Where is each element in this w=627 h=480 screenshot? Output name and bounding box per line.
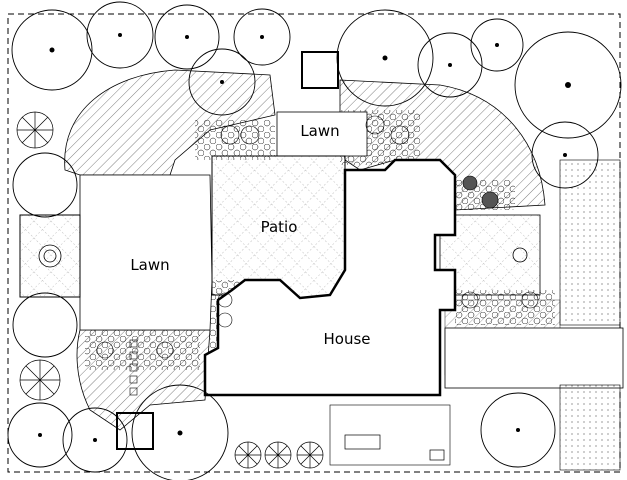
- conifer: [234, 441, 262, 469]
- tree-trunk: [93, 438, 97, 442]
- stepping-stone: [129, 375, 138, 384]
- conifer: [19, 359, 61, 401]
- tree-canopy: [154, 4, 220, 70]
- tree-canopy: [12, 152, 78, 218]
- conifer: [16, 111, 54, 149]
- driveway: [444, 327, 624, 389]
- utility-pad: [429, 449, 445, 461]
- shrub-mass: [455, 290, 555, 325]
- tree-trunk: [495, 43, 499, 47]
- shrub: [240, 125, 260, 145]
- terrace-east: [439, 214, 541, 296]
- tree-trunk: [260, 35, 264, 39]
- shrub: [462, 175, 478, 191]
- shrub: [96, 341, 114, 359]
- deciduous-trees: [7, 1, 622, 480]
- shrub: [217, 292, 233, 308]
- shrub: [217, 312, 233, 328]
- utility-pad: [344, 434, 381, 450]
- terraces: [19, 214, 541, 298]
- shrub: [521, 291, 539, 309]
- fountain-east: [512, 247, 528, 263]
- tree-trunk: [177, 430, 183, 436]
- shrub: [461, 291, 479, 309]
- terrace-west: [19, 214, 81, 298]
- gate-marker-north: [301, 51, 339, 89]
- lawn-area-left: [79, 174, 213, 331]
- lawn-area-top: [276, 111, 368, 157]
- tree-canopy: [188, 48, 256, 116]
- label-house: House: [323, 330, 370, 348]
- conifer: [296, 441, 324, 469]
- shrub: [390, 125, 410, 145]
- fountain-west-inner: [43, 249, 57, 263]
- driveway-area: [329, 159, 624, 471]
- stepping-stone: [129, 339, 138, 348]
- tree-trunk: [563, 153, 567, 157]
- label-patio: Patio: [261, 218, 298, 236]
- tree-canopy: [417, 32, 483, 98]
- tree-trunk: [448, 63, 452, 67]
- label-lawn-top: Lawn: [300, 122, 339, 140]
- tree-canopy: [86, 1, 154, 69]
- shrubs: [96, 115, 539, 359]
- shrub: [365, 115, 385, 135]
- stepping-stones: [129, 339, 138, 396]
- conifer: [264, 441, 292, 469]
- tree-trunk: [185, 35, 189, 39]
- fountain-west: [38, 244, 62, 268]
- tree-canopy: [131, 384, 229, 480]
- tree-canopy: [514, 31, 622, 139]
- stepping-stone: [129, 387, 138, 396]
- driveway-apron: [559, 384, 621, 471]
- shrub: [220, 125, 240, 145]
- tree-canopy: [11, 9, 93, 91]
- lawn-areas: [79, 111, 368, 331]
- tree-canopy: [470, 18, 524, 72]
- tree-trunk: [118, 33, 122, 37]
- stepping-stone: [129, 351, 138, 360]
- gate-marker-south: [116, 412, 154, 450]
- tree-canopy: [7, 402, 73, 468]
- tree-canopy: [233, 8, 291, 66]
- tree-canopy: [480, 392, 556, 468]
- stepping-stone: [129, 363, 138, 372]
- tree-trunk: [516, 428, 520, 432]
- shrub-mass: [195, 120, 275, 160]
- shrub-mass: [85, 330, 200, 370]
- tree-canopy: [12, 292, 78, 358]
- label-lawn-left: Lawn: [130, 256, 169, 274]
- east-strip: [559, 159, 621, 326]
- tree-trunk: [565, 82, 571, 88]
- tree-trunk: [382, 55, 388, 61]
- tree-trunk: [220, 80, 224, 84]
- house-footprint: [203, 158, 457, 397]
- shrub: [481, 191, 499, 209]
- tree-canopy: [531, 121, 599, 189]
- tree-canopy: [62, 407, 128, 473]
- conifer-trees: [16, 111, 324, 469]
- tree-trunk: [49, 47, 55, 53]
- tree-trunk: [38, 433, 42, 437]
- shrub: [156, 341, 174, 359]
